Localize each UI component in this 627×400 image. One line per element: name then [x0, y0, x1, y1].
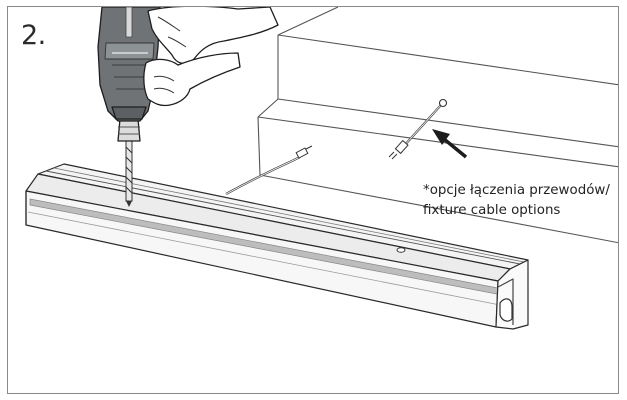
pointer-arrow-icon	[432, 129, 468, 159]
callout-line-2: fixture cable options	[423, 203, 561, 218]
step-number: 2.	[21, 20, 46, 51]
cable-options-callout: *opcje łączenia przewodów/ fixture cable…	[423, 181, 610, 221]
cable-option	[388, 98, 448, 160]
power-drill-icon	[97, 7, 161, 142]
illustration	[25, 7, 618, 330]
cable-connector-icon	[295, 145, 313, 159]
instruction-panel: 2. *opcje łączenia przewodów/ fixture ca…	[7, 6, 619, 394]
stair-steps	[257, 7, 618, 244]
hands	[143, 7, 279, 107]
callout-line-1: *opcje łączenia przewodów/	[423, 183, 610, 198]
led-stair-profile	[25, 163, 529, 330]
drill-bit	[125, 140, 133, 207]
